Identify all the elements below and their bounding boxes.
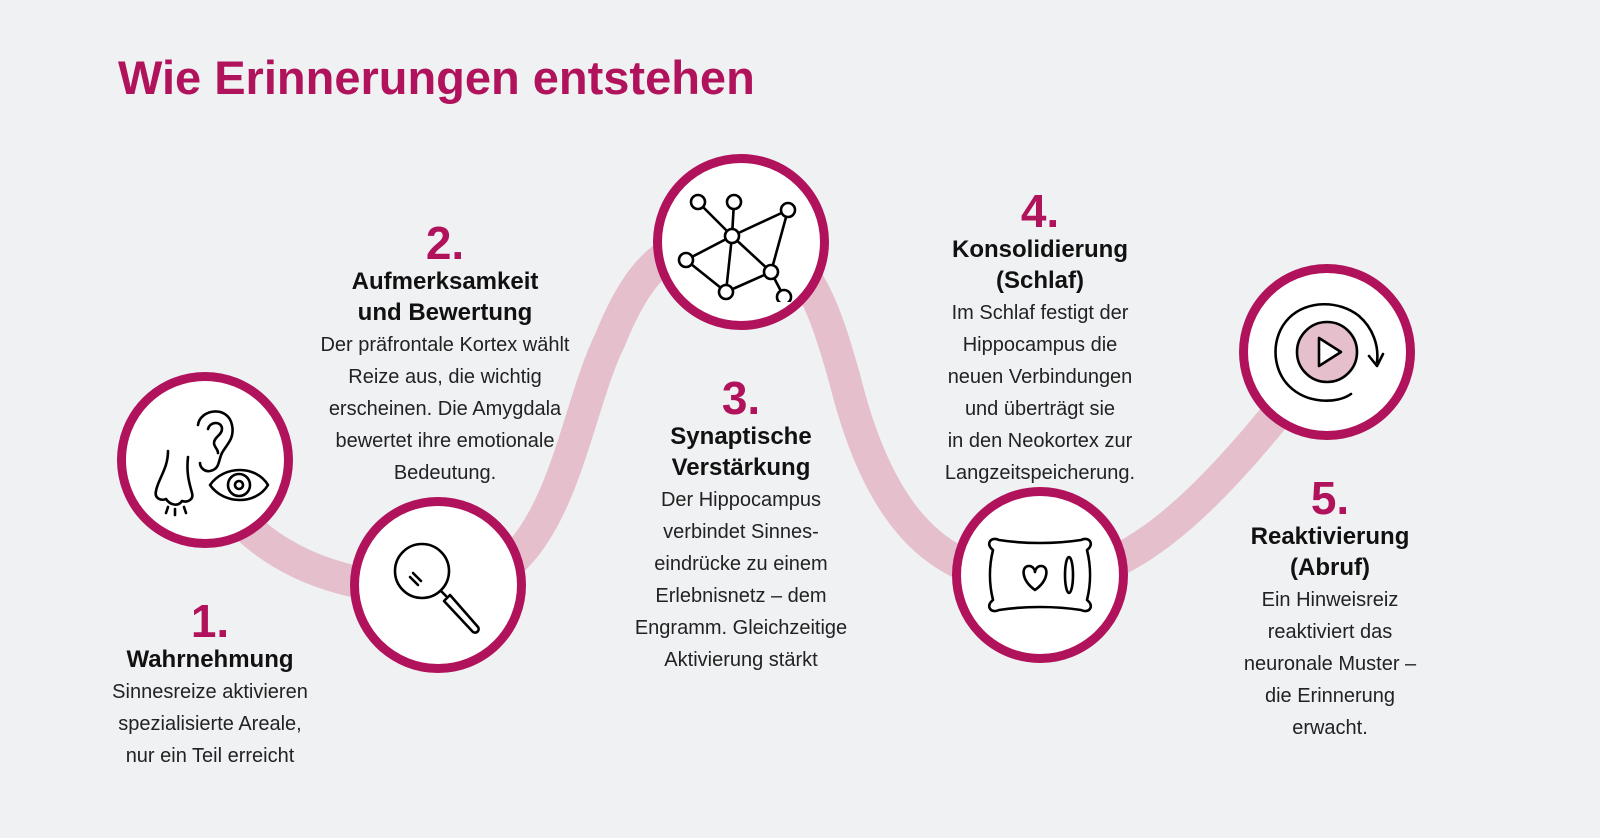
step-description: Der Hippocampus verbindet Sinnes- eindrü… [634,489,848,671]
step-number: 5. [1310,472,1350,524]
step-number: 3. [721,372,761,424]
step-number: 4. [1020,185,1060,237]
step-4: 4. Konsolidierung (Schlaf) Im Schlaf fes… [920,188,1160,489]
step-heading: Synaptische Verstärkung [670,423,812,481]
step-description: Sinnesreize aktivieren spezialisierte Ar… [112,681,308,767]
step-heading: Konsolidierung (Schlaf) [952,236,1128,294]
magnifier-icon [393,542,480,634]
step-4-circle [952,487,1128,663]
step-number: 1. [190,595,230,647]
step-5-circle [1239,264,1415,440]
step-3: 3. Synaptische Verstärkung Der Hippocamp… [610,375,872,676]
step-description: Im Schlaf festigt der Hippocampus die ne… [944,302,1136,484]
step-heading: Wahrnehmung [126,646,294,673]
step-1: 1. Wahrnehmung Sinnesreize aktivieren sp… [80,598,340,772]
step-5: 5. Reaktivierung (Abruf) Ein Hinweisreiz… [1210,475,1450,744]
step-number: 2. [425,217,465,269]
network-icon [677,193,797,302]
step-2-circle [350,497,526,673]
step-description: Der präfrontale Kortex wählt Reize aus, … [320,334,570,484]
replay-play-icon [1274,302,1385,403]
step-heading: Aufmerksamkeit und Bewertung [351,268,539,326]
step-heading: Reaktivierung (Abruf) [1250,523,1410,581]
senses-icon [154,410,270,517]
page-title: Wie Erinnerungen entstehen [118,51,755,104]
step-description: Ein Hinweisreiz reaktiviert das neuronal… [1243,589,1417,739]
step-2: 2. Aufmerksamkeit und Bewertung Der präf… [287,220,603,489]
pillow-heart-icon [987,537,1093,613]
step-1-circle [117,372,293,548]
step-3-circle [653,154,829,330]
